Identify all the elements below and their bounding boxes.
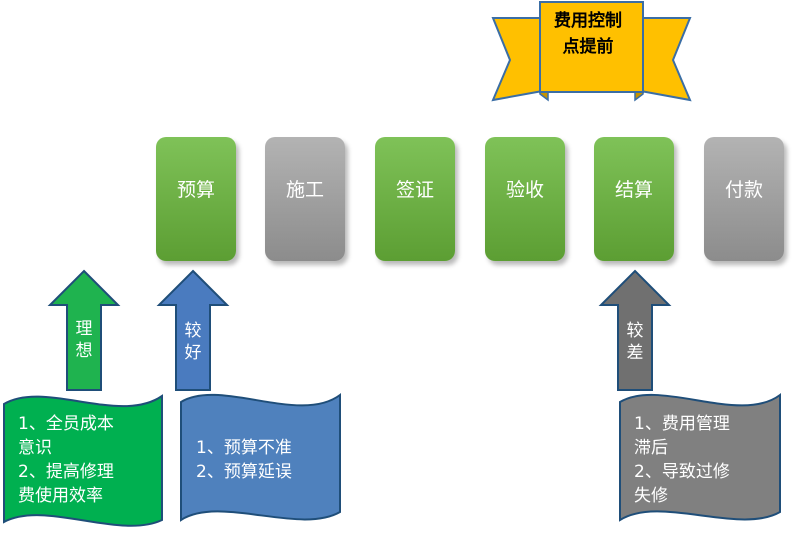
arrow-label-ideal: 理想 [75, 319, 93, 361]
up-arrow-ideal [47, 269, 121, 391]
note-line: 2、提高修理 [18, 462, 114, 482]
note-line: 意识 [18, 438, 52, 458]
note-shape-ideal [3, 394, 163, 527]
stage-label: 签证 [395, 179, 434, 201]
note-line: 2、预算延误 [196, 462, 292, 482]
stage-payment[interactable]: 付款 [704, 137, 784, 261]
arrow-label-poor: 较差 [626, 321, 644, 363]
up-arrow-good [156, 269, 230, 391]
stage-settlement[interactable]: 结算 [594, 137, 674, 261]
stage-label: 施工 [285, 179, 324, 201]
note-line: 2、导致过修 [634, 462, 730, 482]
note-line: 滞后 [634, 438, 668, 458]
note-line: 1、费用管理 [634, 414, 730, 434]
banner-title: 费用控制点提前 [554, 11, 622, 57]
note-line: 1、预算不准 [196, 438, 292, 458]
stage-label: 结算 [614, 179, 653, 201]
note-line: 1、全员成本 [18, 414, 114, 434]
stage-label: 验收 [505, 179, 544, 201]
stage-visa[interactable]: 签证 [375, 137, 455, 261]
stage-label: 预算 [176, 179, 215, 201]
note-shape-good [180, 393, 341, 522]
note-shape-poor [619, 393, 781, 522]
note-ideal: 1、全员成本 意识 2、提高修理 费使用效率 [18, 412, 114, 508]
stage-budget[interactable]: 预算 [156, 137, 236, 261]
stage-acceptance[interactable]: 验收 [485, 137, 565, 261]
stage-label: 付款 [724, 179, 763, 201]
note-good: 1、预算不准 2、预算延误 [196, 436, 292, 484]
arrow-label-good: 较好 [184, 321, 202, 363]
stage-construction[interactable]: 施工 [265, 137, 345, 261]
note-line: 失修 [634, 486, 668, 506]
note-line: 费使用效率 [18, 486, 103, 506]
up-arrow-poor [598, 269, 672, 391]
note-poor: 1、费用管理 滞后 2、导致过修 失修 [634, 412, 730, 508]
